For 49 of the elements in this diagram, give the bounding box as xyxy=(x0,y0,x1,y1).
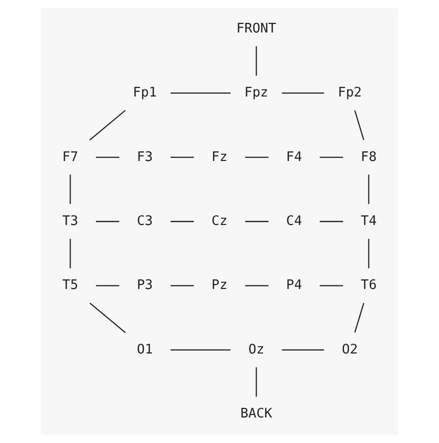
node-text: Pz xyxy=(212,278,228,294)
connector xyxy=(256,46,257,76)
node-text: FRONT xyxy=(236,21,276,36)
node-text: F7 xyxy=(62,150,78,165)
connector xyxy=(368,174,370,204)
node-text: Cz xyxy=(212,214,228,229)
connector xyxy=(256,367,257,397)
connector xyxy=(354,302,364,333)
node-text: Oz xyxy=(248,342,264,358)
connector xyxy=(90,302,126,334)
connector xyxy=(354,110,364,140)
connector xyxy=(245,285,268,286)
connector xyxy=(282,349,324,351)
connector xyxy=(245,156,268,158)
connector xyxy=(170,285,194,286)
connector xyxy=(368,238,370,268)
connector xyxy=(245,220,268,222)
connector xyxy=(70,238,71,268)
node-text: C4 xyxy=(286,214,302,229)
node-text: O2 xyxy=(342,342,358,358)
node-text: C3 xyxy=(136,214,153,229)
node-text: P4 xyxy=(286,278,302,294)
node-text: Fp2 xyxy=(338,86,362,101)
node-text: Fpz xyxy=(244,86,268,101)
connector xyxy=(70,174,71,204)
node-text: T6 xyxy=(360,278,377,294)
node-text: Fp1 xyxy=(132,86,157,101)
node-text: F3 xyxy=(136,150,153,165)
connector xyxy=(170,156,194,158)
connector xyxy=(282,92,324,94)
node-text: BACK xyxy=(240,406,272,422)
connector xyxy=(170,92,231,94)
connector xyxy=(320,220,344,222)
node-text: T5 xyxy=(62,278,78,294)
connector xyxy=(96,220,120,222)
connector xyxy=(170,349,231,351)
node-text: T3 xyxy=(62,214,78,229)
connector xyxy=(89,110,126,140)
node-text: F8 xyxy=(360,150,377,165)
node-text: P3 xyxy=(136,278,153,294)
connector xyxy=(320,285,344,286)
connector xyxy=(320,156,344,158)
connector xyxy=(170,220,194,222)
connector xyxy=(96,156,120,158)
node-text: O1 xyxy=(136,342,153,358)
connector xyxy=(96,285,120,286)
node-text: T4 xyxy=(360,214,377,229)
node-text: F4 xyxy=(286,150,302,165)
node-text: Fz xyxy=(212,150,228,165)
